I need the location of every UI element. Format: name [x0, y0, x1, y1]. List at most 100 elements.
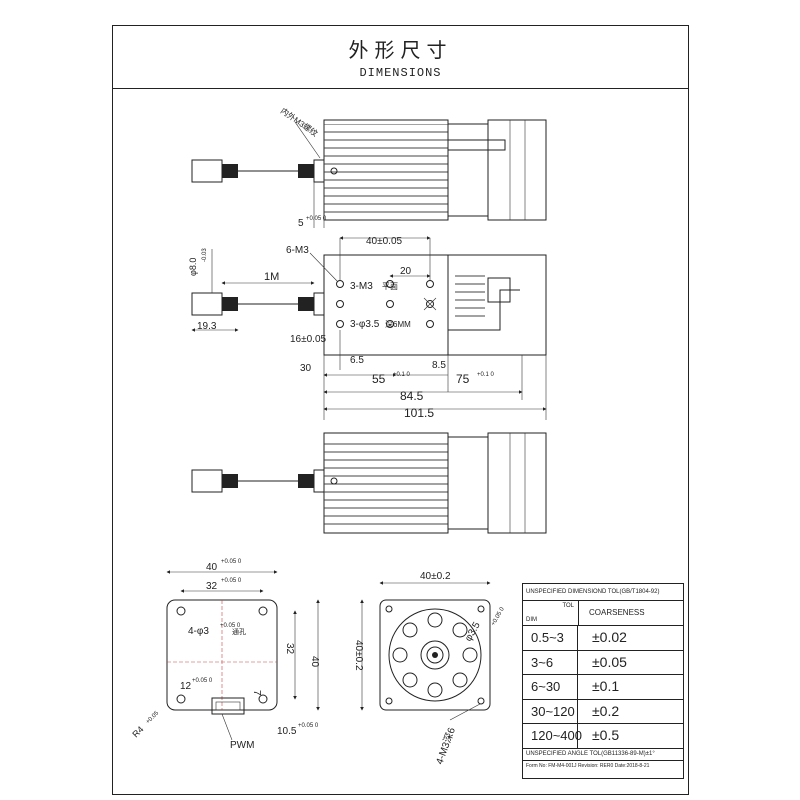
dim-1m: 1M: [264, 271, 279, 283]
col-tol: TOL: [562, 603, 574, 609]
dim-16: 16±0.05: [290, 334, 327, 345]
dim-75-tol: +0.1 0: [477, 372, 495, 378]
bottom-view: [191, 432, 547, 534]
flange-dim-32-tol: +0.05 0: [221, 578, 242, 584]
dim-101-5: 101.5: [404, 406, 434, 420]
dim-8-5: 8.5: [432, 360, 446, 371]
fan-frame: [487, 119, 547, 221]
tol-cell: ±0.05: [592, 653, 627, 670]
flange-hole-dim: 4-φ3: [188, 626, 209, 637]
tol-cell: ±0.2: [592, 702, 620, 719]
connector-collar-2: [222, 297, 238, 311]
end-dim-40: 40±0.2: [420, 571, 451, 582]
table-row: 30~120 ±0.2: [523, 699, 683, 724]
form-number-note: Form No: FM-M4-001J Revision: RER0 Date:…: [526, 762, 650, 769]
table-row: 3~6 ±0.05: [523, 650, 683, 675]
fan-housing: [447, 123, 489, 217]
dim-5-tol: +0.05 0: [306, 216, 327, 222]
fan-side: [447, 254, 547, 356]
flange-dim-10-5: 10.5: [277, 726, 297, 737]
range-cell: 30~120: [523, 699, 578, 723]
table-row: 0.5~3 ±0.02: [523, 626, 683, 651]
dim-3m3: 3-M3: [350, 281, 373, 292]
drawing-sheet: 外形尺寸 DIMENSIONS: [112, 25, 689, 795]
angle-tolerance-note: UNSPECIFIED ANGLE TOL(GB11336-89-M)±1°: [523, 749, 683, 761]
dim-40: 40±0.05: [366, 236, 403, 247]
table-header: UNSPECIFIED DIMENSIOND TOL(GB/T1804-92): [523, 584, 683, 601]
range-cell: 120~400: [523, 724, 582, 748]
dim-30: 30: [300, 363, 312, 374]
col-dim: DIM: [526, 617, 537, 623]
flange-dim-40v: 40: [309, 656, 320, 668]
flange-dim-r4: R4: [130, 724, 145, 739]
mount-hole: [330, 167, 338, 175]
flange-dim-40-tol: +0.05 0: [221, 559, 242, 565]
hole: [386, 300, 394, 308]
dim-84-5: 84.5: [400, 389, 424, 403]
cable-gland: [298, 164, 314, 178]
middle-view: 40±0.05 6-M3 20 3-M3 平面 3-φ3.5 深6MM φ8.0…: [188, 236, 547, 420]
hole: [386, 320, 394, 328]
end-view: 40±0.2 40±0.2 φ3.5 +0.05 0 4-M3深6: [353, 571, 506, 766]
tol-cell: ±0.1: [592, 678, 620, 694]
connector-collar: [222, 164, 238, 178]
end-plate: [379, 599, 491, 711]
flange-dim-7: 7: [251, 690, 262, 696]
title-block: 外形尺寸 DIMENSIONS: [113, 26, 688, 89]
title-english: DIMENSIONS: [359, 66, 442, 80]
flange-view: 40 +0.05 0 32 +0.05 0 4-φ3 +0.05 0 通孔 12…: [130, 559, 320, 751]
dim-flat: 平面: [382, 282, 398, 291]
table-row: 120~400 ±0.5: [523, 724, 683, 749]
title-chinese: 外形尺寸: [348, 38, 453, 62]
hole: [386, 280, 394, 288]
flange-dim-32: 32: [206, 581, 218, 592]
dim-6m3: 6-M3: [286, 245, 309, 256]
connector-plug-2: [191, 292, 223, 316]
dim-55: 55: [372, 372, 386, 386]
tol-cell: ±0.5: [592, 727, 620, 743]
range-cell: 6~30: [523, 675, 578, 699]
hole: [336, 300, 344, 308]
end-bore-tol: +0.05 0: [491, 606, 507, 627]
lens-nozzle: [313, 159, 325, 183]
dim-6-5: 6.5: [350, 355, 364, 366]
dim-75: 75: [456, 372, 470, 386]
pwm-label: PWM: [230, 740, 254, 751]
flange-hole-tol: +0.05 0: [220, 623, 241, 629]
hole: [336, 280, 344, 288]
dim-depth: 深6MM: [385, 320, 411, 329]
flange-dim-32v: 32: [284, 643, 295, 655]
range-cell: 3~6: [523, 650, 578, 674]
dim-20: 20: [400, 266, 412, 277]
end-4m3: 4-M3深6: [434, 725, 459, 766]
hole: [336, 320, 344, 328]
range-cell: 0.5~3: [523, 626, 578, 650]
cable-gland-2: [298, 297, 314, 311]
table-row: 6~30 ±0.1: [523, 675, 683, 700]
flange-through: 通孔: [232, 627, 246, 636]
flange-dim-12-tol: +0.05 0: [192, 678, 213, 684]
dim-19: 19.3: [197, 321, 217, 332]
table-column-header: TOL DIM COARSENESS: [523, 601, 683, 626]
end-dim-40v: 40±0.2: [353, 640, 364, 671]
connector-plug: [191, 159, 223, 183]
end-bore-dim: φ3.5: [463, 620, 483, 644]
tolerance-table: UNSPECIFIED DIMENSIOND TOL(GB/T1804-92) …: [522, 583, 684, 779]
hole: [426, 320, 434, 328]
flange-dim-40: 40: [206, 562, 218, 573]
col-coarseness: COARSENESS: [589, 608, 645, 617]
hole: [426, 280, 434, 288]
tol-cell: ±0.02: [592, 629, 627, 645]
thread-label: 内外M3螺纹: [279, 105, 320, 138]
hole: [426, 300, 434, 308]
dim-phi8: φ8.0: [188, 258, 198, 276]
dim-5: 5: [298, 218, 304, 229]
flange-dim-12: 12: [180, 681, 192, 692]
flange-dim-r4-tol: +0.05: [145, 710, 160, 725]
flange-dim-10-5-tol: +0.05 0: [298, 723, 319, 729]
fan-wire: [448, 139, 506, 151]
top-view: 内外M3螺纹 5 +0.05 0: [191, 105, 547, 229]
pwm-connector: [211, 697, 245, 715]
heatsink-fins: [324, 124, 448, 216]
